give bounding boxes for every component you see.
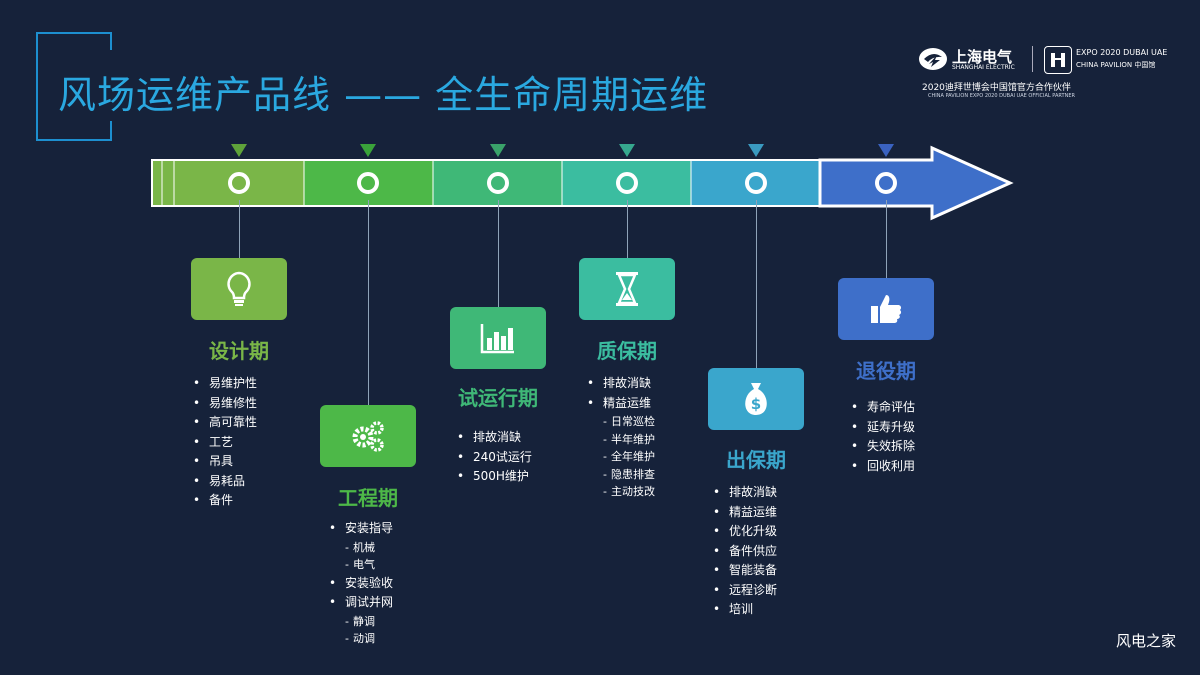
stage-item: 排故消缺 bbox=[457, 428, 532, 448]
stage-marker-triangle bbox=[360, 144, 376, 157]
stage-item: 回收利用 bbox=[851, 457, 915, 477]
brand-block: 上海电气 SHANGHAI ELECTRIC EXPO 2020 DUBAI U… bbox=[918, 44, 1168, 94]
stage-title: 退役期 bbox=[856, 359, 916, 383]
partner-en: CHINA PAVILION EXPO 2020 DUBAI UAE OFFIC… bbox=[928, 93, 1075, 99]
stage-item: 高可靠性 bbox=[193, 413, 257, 433]
expo-line1: EXPO 2020 DUBAI UAE bbox=[1076, 48, 1168, 57]
expo-logo-icon bbox=[1044, 46, 1072, 74]
brand-name: 上海电气 bbox=[952, 48, 1013, 66]
stage-item: 易维护性 bbox=[193, 374, 257, 394]
page-title: 风场运维产品线 —— 全生命周期运维 bbox=[58, 73, 709, 117]
stage-item: 优化升级 bbox=[713, 522, 777, 542]
stage-item: 排故消缺 bbox=[713, 483, 777, 503]
timeline-seg-2 bbox=[304, 160, 433, 206]
stage-marker-triangle bbox=[878, 144, 894, 157]
title-frame-right-bottom bbox=[110, 121, 112, 139]
brand-name-en: SHANGHAI ELECTRIC bbox=[952, 64, 1015, 71]
watermark: 风电之家 bbox=[1116, 632, 1177, 650]
title-frame-bottom bbox=[36, 139, 112, 141]
stage-item: 延寿升级 bbox=[851, 418, 915, 438]
stage-connector-line bbox=[498, 200, 499, 307]
stage-icon-box: $ bbox=[708, 368, 804, 430]
stage-marker-ring bbox=[487, 172, 509, 194]
brand-divider bbox=[1032, 46, 1033, 72]
stage-marker-ring bbox=[875, 172, 897, 194]
stage-marker-ring bbox=[357, 172, 379, 194]
stage-marker-ring bbox=[228, 172, 250, 194]
stage-marker-triangle bbox=[231, 144, 247, 157]
title-frame-right-top bbox=[110, 32, 112, 50]
timeline-arrow-head bbox=[818, 145, 1014, 221]
stage-title: 出保期 bbox=[726, 448, 786, 472]
stage-item: 易耗品 bbox=[193, 472, 257, 492]
stage-connector-line bbox=[239, 200, 240, 258]
stage-marker-ring bbox=[616, 172, 638, 194]
timeline-seg-4 bbox=[562, 160, 691, 206]
stage-title: 试运行期 bbox=[458, 386, 538, 410]
stage-item: 工艺 bbox=[193, 433, 257, 453]
stage-item: 精益运维 bbox=[713, 503, 777, 523]
stage-item: 安装指导 bbox=[329, 519, 393, 539]
stage-connector-line bbox=[756, 200, 757, 368]
title-frame-left bbox=[36, 32, 38, 139]
stage-item: 培训 bbox=[713, 600, 777, 620]
stage-item-list: 排故消缺精益运维日常巡检半年维护全年维护隐患排查主动技改 bbox=[587, 374, 655, 501]
stage-marker-ring bbox=[745, 172, 767, 194]
stage-connector-line bbox=[627, 200, 628, 258]
stage-item: 备件供应 bbox=[713, 542, 777, 562]
stage-subitem: 静调 bbox=[329, 613, 393, 631]
stage-subitem: 动调 bbox=[329, 630, 393, 648]
stage-subitem: 主动技改 bbox=[587, 483, 655, 501]
timeline-seg-3 bbox=[433, 160, 562, 206]
stage-item: 远程诊断 bbox=[713, 581, 777, 601]
stage-item-list: 安装指导机械电气安装验收调试并网静调动调 bbox=[329, 519, 393, 648]
stage-title: 工程期 bbox=[338, 486, 398, 510]
stage-marker-triangle bbox=[619, 144, 635, 157]
stage-icon-box bbox=[450, 307, 546, 369]
stage-item: 排故消缺 bbox=[587, 374, 655, 394]
stage-marker-triangle bbox=[490, 144, 506, 157]
stage-connector-line bbox=[886, 200, 887, 278]
stage-icon-box bbox=[320, 405, 416, 467]
stage-item: 精益运维 bbox=[587, 394, 655, 414]
stage-item: 调试并网 bbox=[329, 593, 393, 613]
stage-marker-triangle bbox=[748, 144, 764, 157]
svg-text:$: $ bbox=[751, 395, 761, 413]
stage-item-list: 寿命评估延寿升级失效拆除回收利用 bbox=[851, 398, 915, 476]
stage-item: 500H维护 bbox=[457, 467, 532, 487]
partner-cn: 2020迪拜世博会中国馆官方合作伙伴 bbox=[922, 83, 1071, 93]
stage-title: 设计期 bbox=[209, 339, 269, 363]
stage-connector-line bbox=[368, 200, 369, 405]
title-frame-top bbox=[36, 32, 112, 34]
stage-item: 易维修性 bbox=[193, 394, 257, 414]
stage-item: 安装验收 bbox=[329, 574, 393, 594]
stage-item: 寿命评估 bbox=[851, 398, 915, 418]
stage-subitem: 电气 bbox=[329, 556, 393, 574]
stage-subitem: 日常巡检 bbox=[587, 413, 655, 431]
stage-icon-box bbox=[838, 278, 934, 340]
stage-icon-box bbox=[191, 258, 287, 320]
stage-item: 吊具 bbox=[193, 452, 257, 472]
stage-item-list: 排故消缺240试运行500H维护 bbox=[457, 428, 532, 487]
stage-item: 备件 bbox=[193, 491, 257, 511]
stage-subitem: 隐患排查 bbox=[587, 466, 655, 484]
stage-icon-box bbox=[579, 258, 675, 320]
stage-item-list: 排故消缺精益运维优化升级备件供应智能装备远程诊断培训 bbox=[713, 483, 777, 620]
expo-line2: CHINA PAVILION 中国馆 bbox=[1076, 61, 1156, 69]
stage-item: 智能装备 bbox=[713, 561, 777, 581]
stage-item-list: 易维护性易维修性高可靠性工艺吊具易耗品备件 bbox=[193, 374, 257, 511]
stage-item: 240试运行 bbox=[457, 448, 532, 468]
stage-subitem: 机械 bbox=[329, 539, 393, 557]
timeline-arrow bbox=[151, 144, 1014, 221]
stage-subitem: 半年维护 bbox=[587, 431, 655, 449]
stage-title: 质保期 bbox=[597, 339, 657, 363]
shanghai-electric-logo-icon bbox=[919, 48, 947, 70]
stage-item: 失效拆除 bbox=[851, 437, 915, 457]
timeline-seg-5 bbox=[691, 160, 820, 206]
stage-subitem: 全年维护 bbox=[587, 448, 655, 466]
